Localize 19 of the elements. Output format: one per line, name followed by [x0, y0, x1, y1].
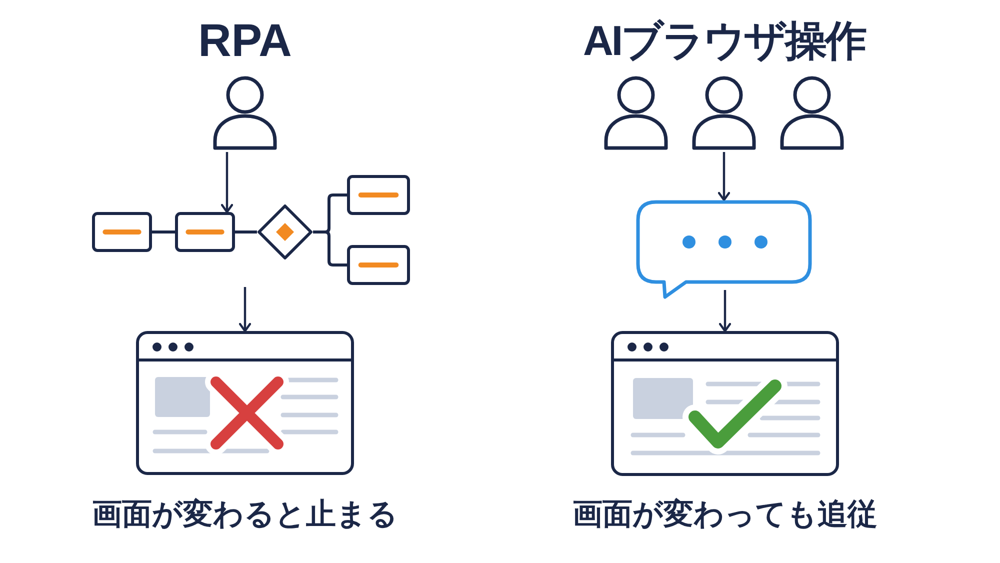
process-box	[347, 245, 410, 285]
process-box	[347, 175, 410, 215]
node-label: 画面が変わっても追従	[572, 497, 878, 533]
connector-line	[152, 230, 175, 234]
decision-diamond	[257, 204, 313, 260]
node-label: 画面が変わると止まる	[92, 497, 398, 533]
browser-window	[136, 331, 354, 475]
arrow	[718, 152, 730, 202]
arrow	[220, 152, 234, 214]
arrow	[718, 290, 732, 332]
connector-line	[235, 230, 257, 234]
process-box	[92, 212, 152, 252]
connector-line	[313, 230, 347, 266]
speech-bubble	[636, 200, 814, 300]
process-box	[175, 212, 235, 252]
browser-window	[611, 331, 839, 476]
column-heading: AIブラウザ操作	[583, 20, 865, 62]
arrow	[238, 287, 252, 332]
column-heading: RPA	[198, 17, 292, 63]
